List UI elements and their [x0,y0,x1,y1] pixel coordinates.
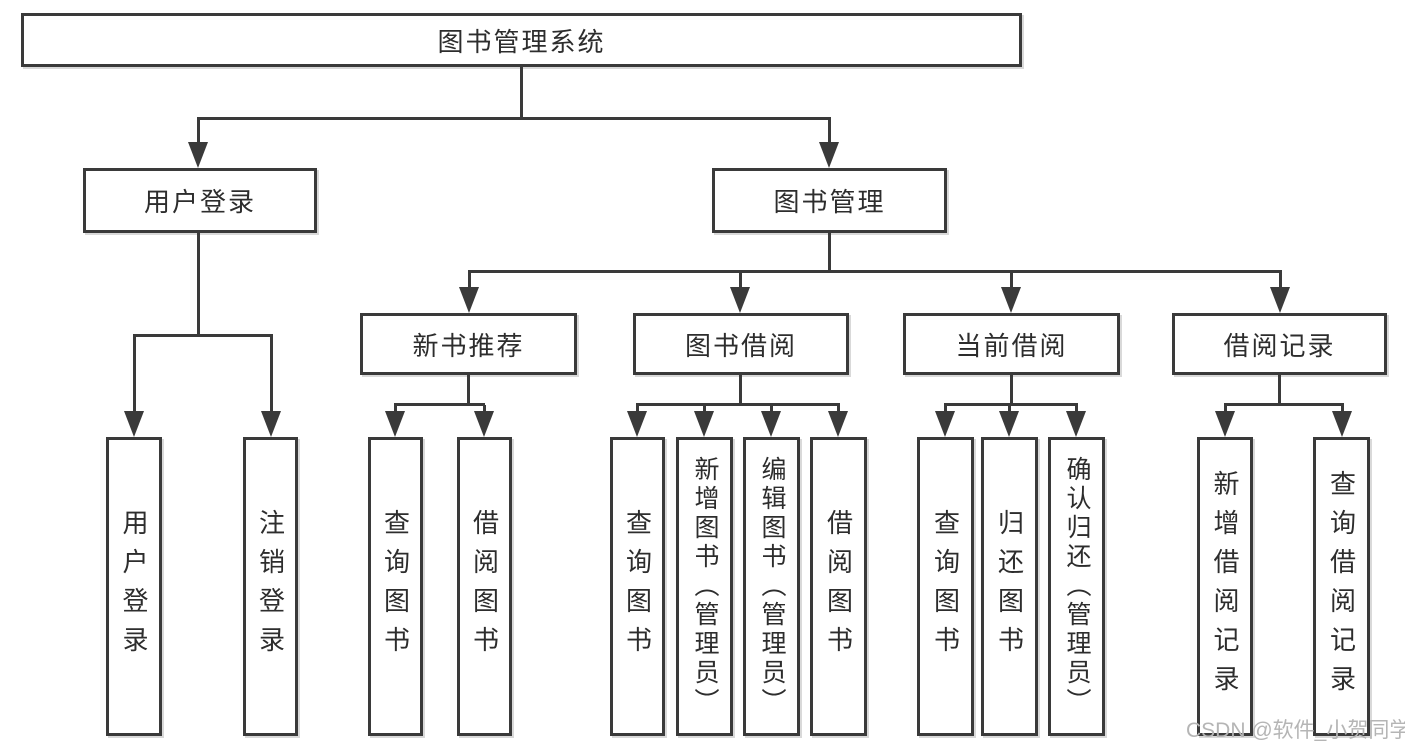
line-segment [133,334,273,337]
line-segment [1010,375,1013,405]
line-segment [468,272,471,287]
leaf-label: 查询图书 [930,508,961,665]
line-segment [1278,375,1281,405]
leaf-label: 确认归还（管理员） [1063,456,1091,717]
node-new-book-recommend: 新书推荐 [360,313,577,375]
arrowhead [999,411,1019,437]
arrowhead [694,411,714,437]
leaf-logout: 注销登录 [243,437,298,736]
line-segment [520,67,523,120]
line-segment [1341,405,1344,411]
leaf-newbooks-query-books: 查询图书 [368,437,423,736]
arrowhead [819,142,839,168]
line-segment [468,270,1282,273]
leaf-label: 注销登录 [255,508,286,665]
leaf-label: 查询图书 [622,508,653,665]
line-segment [197,119,200,144]
leaf-label: 借阅图书 [823,508,854,665]
arrowhead [1066,411,1086,437]
node-book-borrow: 图书借阅 [633,313,849,375]
leaf-label: 用户登录 [119,508,149,665]
line-segment [483,405,486,411]
arrowhead [1001,287,1021,313]
node-book-management: 图书管理 [712,168,947,233]
line-segment [1279,272,1282,287]
line-segment [944,403,1078,406]
line-segment [837,405,840,411]
leaf-label: 新增图书（管理员） [691,456,719,717]
arrowhead [261,411,281,437]
leaf-bookborrow-edit-books-admin: 编辑图书（管理员） [743,437,800,736]
arrowhead [124,411,144,437]
arrowhead [627,411,647,437]
leaf-label: 新增借阅记录 [1210,469,1240,704]
leaf-label: 编辑图书（管理员） [758,456,786,717]
line-segment [394,403,485,406]
leaf-newbooks-borrow-books: 借阅图书 [457,437,512,736]
line-segment [770,405,773,411]
leaf-records-add-borrow-record: 新增借阅记录 [1197,437,1253,736]
line-segment [197,117,831,120]
arrowhead [188,142,208,168]
leaf-bookborrow-add-books-admin: 新增图书（管理员） [676,437,733,736]
line-segment [394,405,397,411]
line-segment [828,233,831,272]
leaf-label: 归还图书 [994,508,1025,665]
node-root: 图书管理系统 [21,13,1022,67]
leaf-current-query-books: 查询图书 [917,437,974,736]
line-segment [1010,272,1013,287]
node-current-borrow: 当前借阅 [903,313,1120,375]
watermark: CSDN @软件_小贺同学 [1186,719,1405,742]
leaf-current-confirm-return-admin: 确认归还（管理员） [1048,437,1105,736]
arrowhead [385,411,405,437]
arrowhead [1332,411,1352,437]
line-segment [739,272,742,287]
arrowhead [1215,411,1235,437]
leaf-user-login: 用户登录 [106,437,162,736]
arrowhead [1270,287,1290,313]
leaf-label: 查询借阅记录 [1326,469,1357,704]
node-user-login: 用户登录 [83,168,317,233]
leaf-current-return-books: 归还图书 [981,437,1038,736]
line-segment [467,375,470,405]
line-segment [636,405,639,411]
arrowhead [761,411,781,437]
leaf-bookborrow-borrow-books: 借阅图书 [810,437,867,736]
line-segment [197,233,200,336]
line-segment [1008,405,1011,411]
leaf-records-query-borrow-record: 查询借阅记录 [1313,437,1370,736]
leaf-label: 借阅图书 [469,508,500,665]
arrowhead [459,287,479,313]
line-segment [1075,405,1078,411]
leaf-label: 查询图书 [380,508,411,665]
line-segment [703,405,706,411]
arrowhead [730,287,750,313]
arrowhead [474,411,494,437]
line-segment [636,403,840,406]
arrowhead [828,411,848,437]
line-segment [133,336,136,411]
arrowhead [935,411,955,437]
line-segment [1224,405,1227,411]
line-segment [944,405,947,411]
line-segment [828,119,831,144]
line-segment [270,336,273,411]
line-segment [739,375,742,405]
leaf-bookborrow-query-books: 查询图书 [610,437,665,736]
line-segment [1224,403,1344,406]
node-borrow-records: 借阅记录 [1172,313,1387,375]
